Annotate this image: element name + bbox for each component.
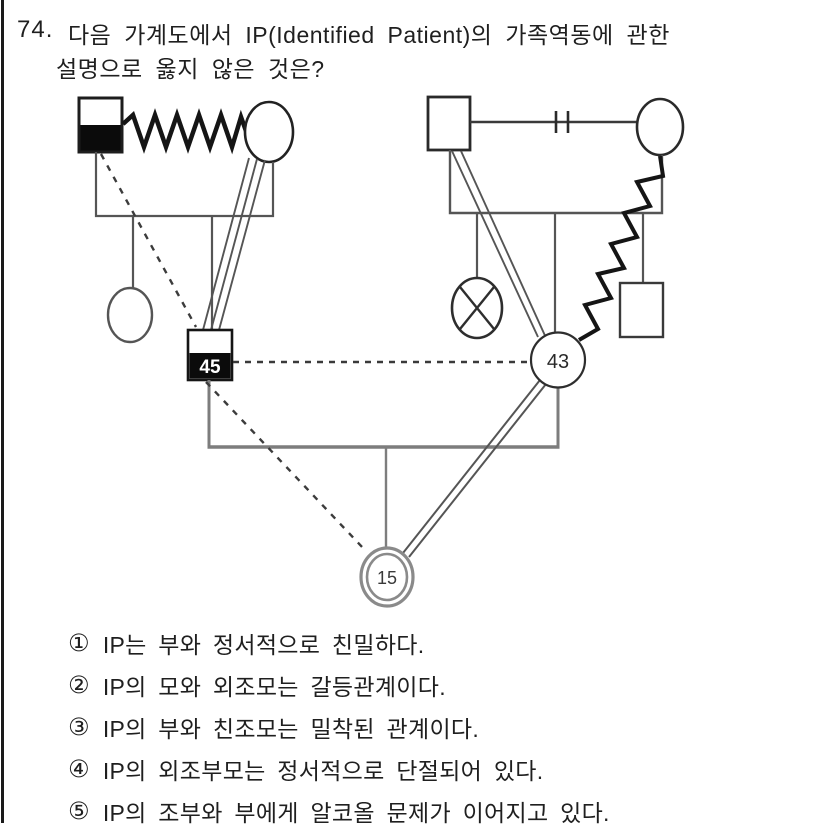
option-4-marker: ④	[68, 755, 90, 783]
option-3: ③ IP의 부와 친조모는 밀착된 관계이다.	[68, 706, 808, 748]
mother-node: 43	[529, 331, 587, 389]
option-5: ⑤ IP의 조부와 부에게 알코올 문제가 이어지고 있다.	[68, 790, 808, 832]
option-1: ① IP는 부와 정서적으로 친밀하다.	[68, 622, 808, 664]
fused-line-grandmother-father	[202, 157, 266, 331]
question-text-line1: 다음 가계도에서 IP(Identified Patient)의 가족역동에 관…	[68, 22, 670, 48]
close-line-grandfather-mother	[451, 150, 548, 341]
maternal-grandfather-node	[426, 95, 472, 152]
father-age-label: 45	[199, 357, 221, 378]
option-3-text: IP의 부와 친조모는 밀착된 관계이다.	[102, 716, 480, 742]
maternal-sibling-line	[448, 150, 664, 215]
paternal-aunt-node	[106, 216, 154, 344]
cutoff-line-maternal-grandparents	[470, 111, 637, 133]
option-5-marker: ⑤	[68, 797, 90, 825]
option-2-marker: ②	[68, 671, 90, 699]
conflict-zigzag-grandmother-mother-icon	[577, 155, 666, 342]
conflict-zigzag-paternal-grandparents-icon	[121, 108, 249, 155]
question-number: 74.	[17, 16, 54, 43]
mother-age-label: 43	[547, 351, 569, 373]
father-node: 45	[186, 328, 234, 382]
ip-age-label: 15	[377, 568, 397, 588]
maternal-grandmother-node	[635, 97, 685, 157]
column-divider-line	[1, 0, 4, 823]
option-2: ② IP의 모와 외조모는 갈등관계이다.	[68, 664, 808, 706]
paternal-sibling-line	[94, 152, 275, 218]
option-1-marker: ①	[68, 629, 90, 657]
option-3-marker: ③	[68, 713, 90, 741]
option-5-text: IP의 조부와 부에게 알코올 문제가 이어지고 있다.	[102, 800, 610, 826]
genogram-diagram: 45 43 15	[77, 95, 685, 608]
distant-dashed-line-father-ip	[205, 381, 365, 550]
paternal-grandfather-node	[77, 96, 124, 154]
answer-options: ① IP는 부와 정서적으로 친밀하다. ② IP의 모와 외조모는 갈등관계이…	[68, 622, 808, 832]
paternal-grandmother-node	[243, 100, 295, 164]
option-2-text: IP의 모와 외조모는 갈등관계이다.	[102, 674, 446, 700]
option-1-text: IP는 부와 정서적으로 친밀하다.	[102, 632, 425, 658]
option-4: ④ IP의 외조부모는 정서적으로 단절되어 있다.	[68, 748, 808, 790]
option-4-text: IP의 외조부모는 정서적으로 단절되어 있다.	[102, 758, 544, 784]
ip-node: 15	[359, 546, 415, 608]
deceased-maternal-aunt-node	[450, 213, 504, 340]
question-text-line2: 설명으로 옳지 않은 것은?	[56, 56, 325, 82]
close-line-mother-ip	[402, 379, 547, 558]
maternal-uncle-node	[618, 213, 665, 339]
parents-union-line	[207, 380, 560, 449]
